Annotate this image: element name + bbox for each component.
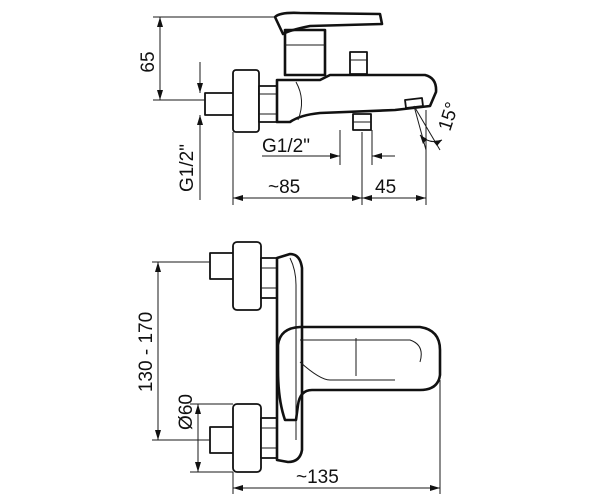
- side-cartridge: [283, 28, 327, 77]
- side-lever: [273, 11, 384, 36]
- dim-thread-mid: G1/2": [262, 130, 395, 165]
- front-view: 130 - 170 Ø60 ~135: [136, 241, 442, 494]
- dim-diameter-60: Ø60: [176, 394, 233, 473]
- dim-135-label: ~135: [296, 467, 339, 488]
- side-rosette: [232, 69, 260, 133]
- dim-thread-left: G1/2": [177, 62, 203, 200]
- front-inlet-pipe-bottom: [209, 426, 235, 454]
- front-nut-bottom: [260, 417, 278, 459]
- dim-130-170-label: 130 - 170: [136, 312, 157, 392]
- side-body: [275, 73, 438, 124]
- side-nut: [258, 85, 278, 123]
- front-rosette-bottom: [232, 403, 262, 473]
- dim-65-label: 65: [138, 51, 159, 72]
- dim-thread-mid-label: G1/2": [262, 136, 310, 157]
- front-body: [275, 252, 304, 464]
- front-nut-top: [260, 257, 278, 299]
- dim-diameter-60-label: Ø60: [176, 394, 197, 430]
- front-lever: [276, 325, 442, 422]
- front-rosette-top: [232, 241, 262, 311]
- dim-85-45: ~85 45: [232, 110, 427, 205]
- dim-thread-left-label: G1/2": [177, 144, 198, 192]
- dim-85-label: ~85: [268, 177, 300, 198]
- side-view: 65 G1/2" G1/2": [138, 11, 464, 205]
- dim-130-170: 130 - 170: [136, 261, 210, 441]
- side-aerator: [404, 97, 424, 109]
- front-inlet-pipe-top: [209, 252, 235, 280]
- dim-135: ~135: [232, 380, 441, 494]
- dim-45-label: 45: [375, 177, 396, 198]
- side-diverter-knob: [349, 51, 368, 75]
- dim-angle-15-label: 15°: [435, 100, 464, 134]
- dim-65: 65: [138, 16, 275, 101]
